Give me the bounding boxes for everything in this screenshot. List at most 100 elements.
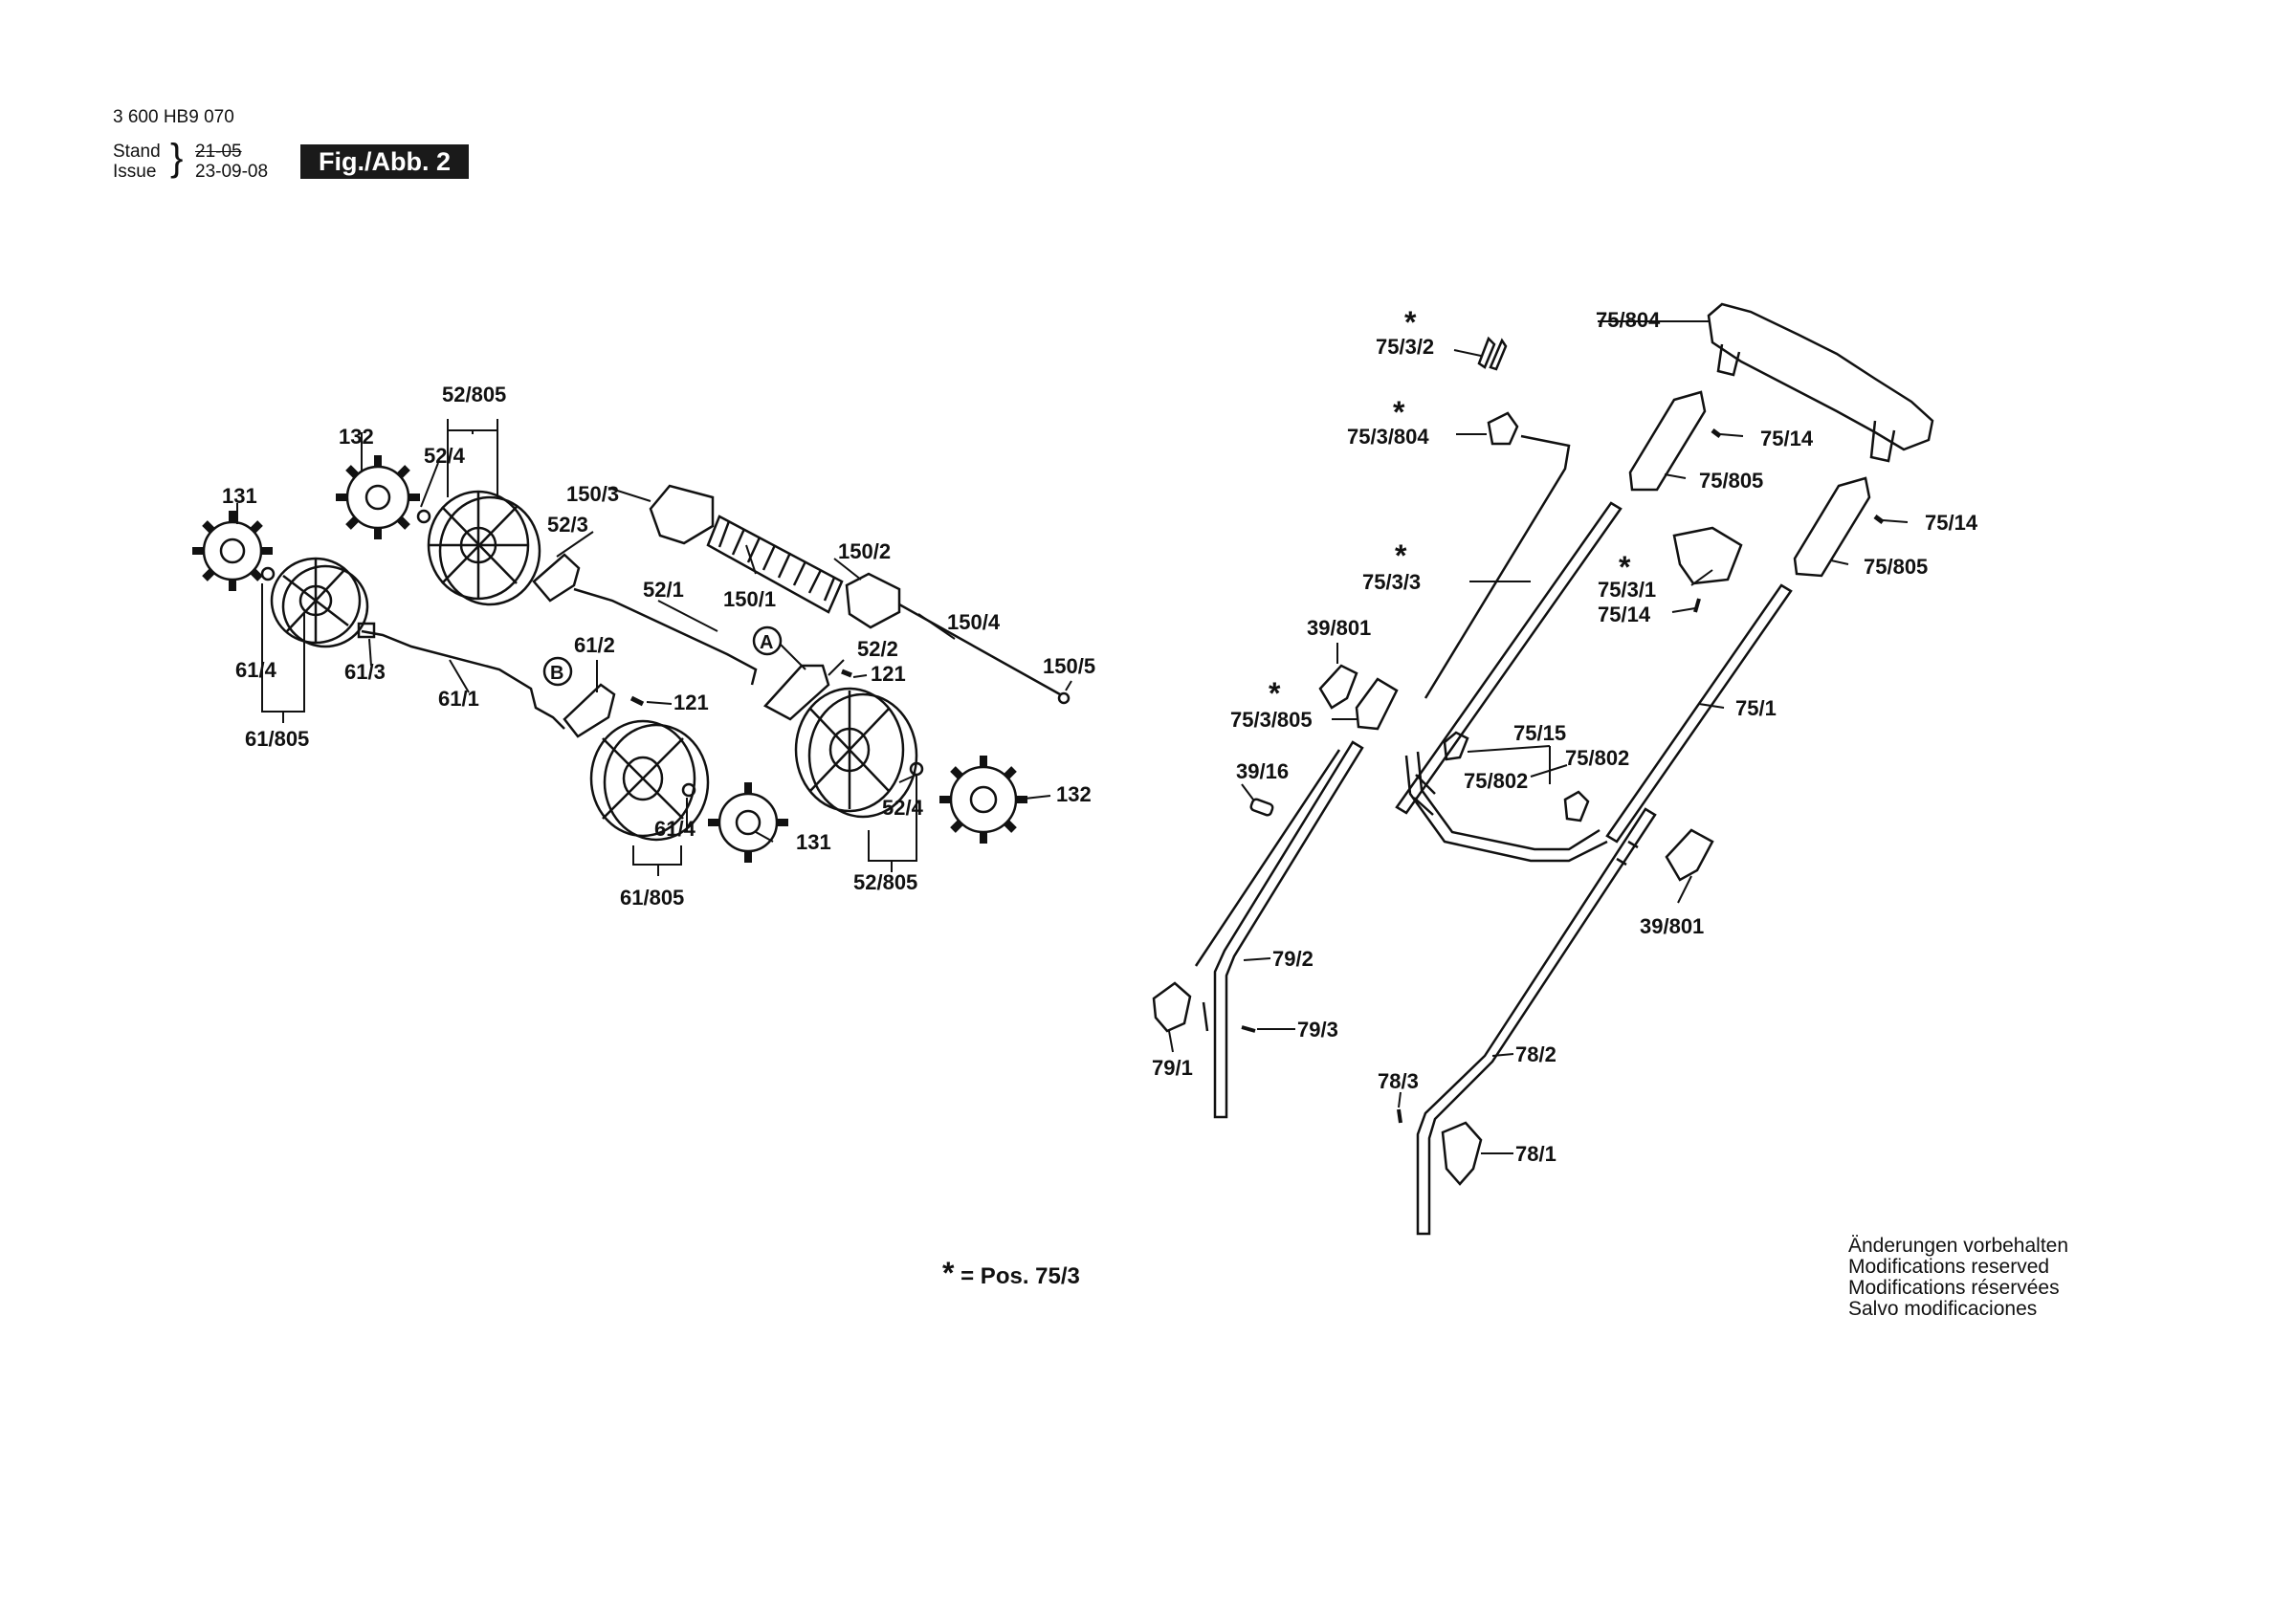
label-79-2: 79/2 (1272, 947, 1314, 971)
holder-75-802-b (1563, 790, 1590, 822)
label-75-3-2: 75/3/2 (1376, 335, 1434, 359)
lower-handle-79-2 (1194, 740, 1364, 1119)
label-75-15: 75/15 (1513, 721, 1566, 745)
holder-75-802-a (1443, 731, 1469, 761)
label-78-1: 78/1 (1515, 1142, 1556, 1166)
label-75-14-b: 75/14 (1925, 511, 1978, 535)
screw-121-a (841, 669, 852, 678)
star-75-3-2: * (1404, 305, 1417, 340)
label-78-3: 78/3 (1378, 1069, 1419, 1093)
screw-75-14-b (1873, 515, 1885, 524)
label-75-804: 75/804 (1596, 308, 1661, 332)
screw-75-14-a (1711, 428, 1722, 438)
label-121-a: 121 (871, 662, 906, 686)
label-132-right: 132 (1056, 782, 1092, 806)
clamp-79-1 (1152, 981, 1192, 1033)
axle-61-1 (361, 629, 565, 730)
label-61-2: 61/2 (574, 633, 615, 657)
label-61-3: 61/3 (344, 660, 386, 684)
cover-75-805-a (1628, 390, 1707, 492)
label-52-805-top: 52/805 (442, 383, 506, 406)
hub-cap-131-left (192, 511, 273, 591)
part-labels: 52/805 132 52/4 131 150/3 52/3 150/2 52/… (222, 305, 1978, 1166)
label-131-bottom: 131 (796, 830, 831, 854)
bushing-61-4 (260, 566, 276, 581)
label-79-1: 79/1 (1152, 1056, 1193, 1080)
label-75-802-b: 75/802 (1565, 746, 1629, 770)
bracket-52-3 (532, 553, 581, 603)
label-150-2: 150/2 (838, 539, 891, 563)
clip-150-5 (1057, 691, 1071, 705)
label-131-left: 131 (222, 484, 257, 508)
label-52-3: 52/3 (547, 513, 588, 537)
clamp-78-1 (1441, 1121, 1483, 1186)
label-61-1: 61/1 (438, 687, 479, 711)
star-75-3-3: * (1395, 538, 1407, 573)
switch-75-3-804 (1487, 411, 1519, 446)
label-150-3: 150/3 (566, 482, 619, 506)
bushing-61-4-bottom (681, 782, 696, 798)
leader-lines-right (1168, 320, 1909, 1154)
lower-handle-78-2 (1416, 807, 1657, 1236)
label-75-14-c: 75/14 (1598, 603, 1651, 626)
bracket-150-3 (649, 484, 715, 545)
label-132-top: 132 (339, 425, 374, 449)
bushing-52-4-top (416, 509, 431, 524)
label-callout-b: B (550, 663, 563, 684)
screw-75-14-c (1693, 598, 1701, 613)
note-de: Änderungen vorbehalten (1848, 1235, 2069, 1257)
hub-cap-132-right (939, 756, 1027, 844)
upper-handle-75-1 (1395, 501, 1793, 863)
label-61-805-bottom: 61/805 (620, 886, 684, 910)
stand-date: 21-05 (195, 142, 242, 162)
hub-cap-131-bottom (708, 782, 788, 863)
cover-75-805-b (1793, 476, 1871, 578)
label-52-4-top: 52/4 (424, 444, 466, 468)
label-75-805-a: 75/805 (1699, 469, 1763, 493)
label-52-1: 52/1 (643, 578, 684, 602)
wheel-52-bottom (794, 687, 918, 819)
note-en: Modifications reserved (1848, 1256, 2050, 1278)
label-39-801-a: 39/801 (1307, 616, 1371, 640)
sleeve-61-3 (357, 622, 376, 639)
leader-lines-left (236, 419, 1072, 876)
stand-label: Stand (113, 142, 161, 162)
clip-75-3-1 (1672, 526, 1743, 585)
label-callout-a: A (760, 632, 773, 653)
label-79-3: 79/3 (1297, 1018, 1338, 1042)
label-39-801-b: 39/801 (1640, 914, 1704, 938)
quick-release-39-801-a (1318, 664, 1358, 710)
label-61-4-left: 61/4 (235, 658, 277, 682)
modifications-note: Änderungen vorbehalten Modifications res… (1848, 1236, 2068, 1320)
brace-icon: } (170, 137, 184, 179)
axle-52-1 (573, 587, 758, 686)
star-75-3-805: * (1269, 676, 1281, 711)
wheel-52-top (427, 490, 541, 606)
star-75-3-1: * (1619, 550, 1631, 584)
label-150-1: 150/1 (723, 587, 776, 611)
label-78-2: 78/2 (1515, 1042, 1556, 1066)
label-121-b: 121 (673, 691, 709, 714)
label-75-3-3: 75/3/3 (1362, 570, 1421, 594)
label-61-805-left: 61/805 (245, 727, 309, 751)
screw-121-b (629, 695, 645, 707)
label-75-802-a: 75/802 (1464, 769, 1528, 793)
bracket-150-2 (845, 572, 901, 629)
legend-star: * (942, 1256, 955, 1290)
note-es: Salvo modificaciones (1848, 1298, 2038, 1320)
wheel-61-bottom (589, 719, 710, 842)
quick-release-39-801-b (1665, 828, 1714, 882)
label-75-3-1: 75/3/1 (1598, 578, 1656, 602)
pin-39-16 (1249, 798, 1274, 817)
callout-circle-a (752, 625, 783, 656)
label-52-2: 52/2 (857, 637, 898, 661)
label-39-16: 39/16 (1236, 759, 1289, 783)
roller-150-1 (706, 515, 844, 614)
label-75-3-804: 75/3/804 (1347, 425, 1429, 449)
cable-75-3-3 (1424, 434, 1571, 699)
screw-79-3 (1241, 1025, 1256, 1033)
issue-date: 23-09-08 (195, 162, 269, 182)
legend: * = Pos. 75/3 (942, 1256, 1080, 1291)
label-150-5: 150/5 (1043, 654, 1095, 678)
